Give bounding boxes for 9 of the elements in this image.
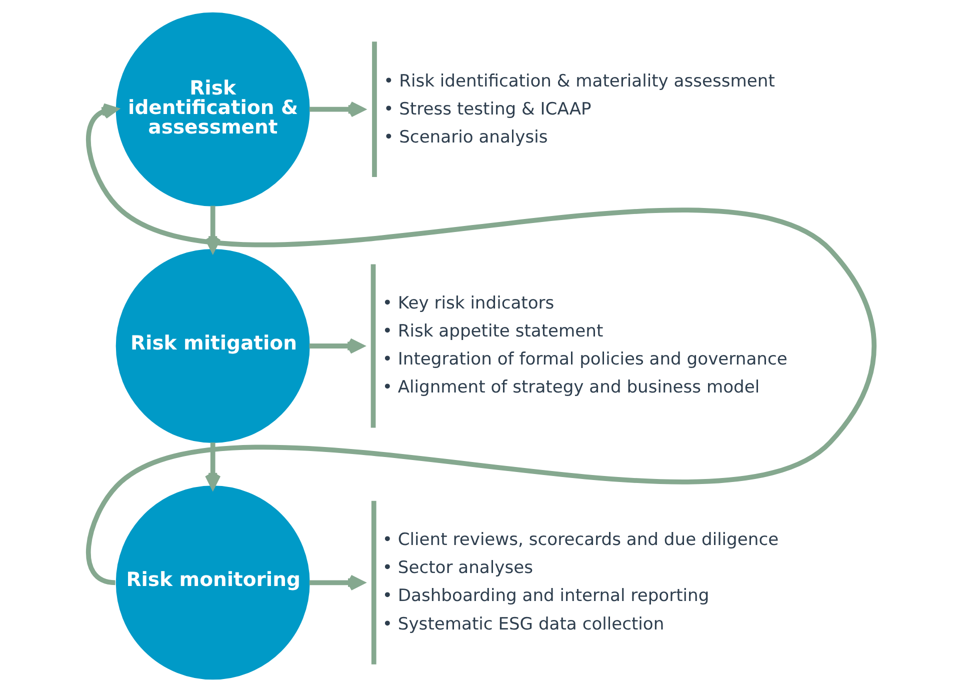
node-text: • Risk identification & materiality assessment • Stress testing & ICAAP • Scenario analysis <box>383 71 774 148</box>
arrow <box>86 103 876 585</box>
node-circle: Risk monitoring <box>115 486 310 680</box>
arrow <box>308 338 364 354</box>
node-circle: Risk identification & assessment <box>115 12 310 206</box>
node-text: • Key risk indicators • Risk appetite statement • Integration of formal policies and governance • Alignment of strategy and business model <box>382 293 787 398</box>
node-text: • Client reviews, scorecards and due diligence • Sector analyses • Dashboarding and internal reporting • Systematic ESG data collection <box>382 530 778 634</box>
node-circle: Risk mitigation <box>115 249 310 443</box>
arrow <box>204 442 220 489</box>
